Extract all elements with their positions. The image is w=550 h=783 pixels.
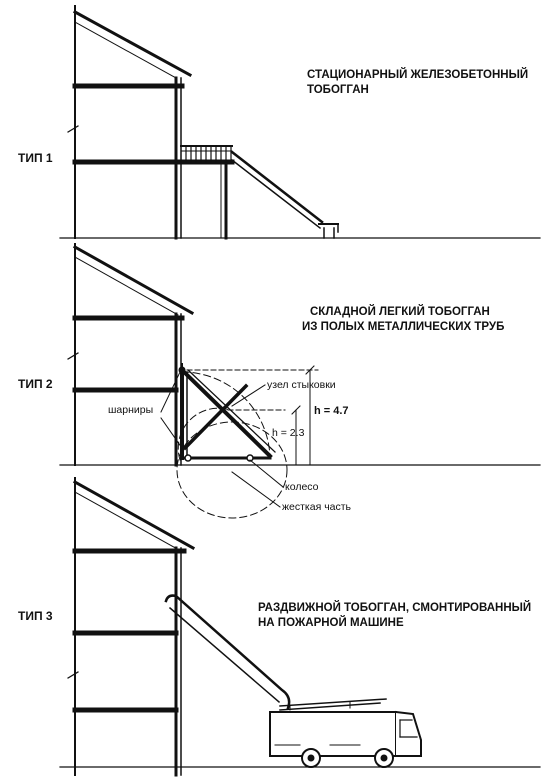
panel-1-concrete-slide [230, 150, 339, 239]
panel-1-caption-line-1: СТАЦИОНАРНЫЙ ЖЕЛЕЗОБЕТОННЫЙ [307, 69, 529, 81]
panel-2-dimension-ticks [291, 365, 315, 415]
panel-3-type-label: ТИП 3 [18, 609, 53, 623]
panel-1-caption-line-2: ТОБОГГАН [307, 84, 369, 96]
panel-3-building [67, 477, 196, 777]
panel-2-building [67, 243, 195, 467]
callout-height-half: h = 2.3 [272, 427, 305, 439]
panel-2-caption-line-1: СКЛАДНОЙ ЛЕГКИЙ ТОБОГГАН [310, 306, 490, 318]
callout-height-full: h = 4.7 [314, 405, 349, 417]
panel-2-dimension-lines [186, 369, 319, 466]
callout-hinges: шарниры [108, 404, 154, 416]
panel-2-leader-lines [160, 371, 284, 508]
panel-2-folding-frame [178, 363, 276, 462]
fire-truck [269, 698, 422, 768]
callout-wheel: колесо [285, 481, 319, 493]
panel-3-extending-slide [164, 594, 291, 710]
panel-1-type-label: ТИП 1 [18, 151, 53, 165]
panel-3-caption-line-1: РАЗДВИЖНОЙ ТОБОГГАН, СМОНТИРОВАННЫЙ [258, 602, 532, 614]
panel-1-balcony-railing [180, 145, 233, 163]
panel-2-arc-traces [176, 371, 288, 519]
panel-1-building [67, 5, 235, 240]
callout-rigid-part: жесткая часть [282, 501, 352, 513]
panel-2-caption-line-2: ИЗ ПОЛЫХ МЕТАЛЛИЧЕСКИХ ТРУБ [302, 321, 505, 333]
callout-joint: узел стыковки [267, 379, 336, 391]
panel-3-caption-line-2: НА ПОЖАРНОЙ МАШИНЕ [258, 617, 404, 629]
panel-2-type-label: ТИП 2 [18, 377, 53, 391]
